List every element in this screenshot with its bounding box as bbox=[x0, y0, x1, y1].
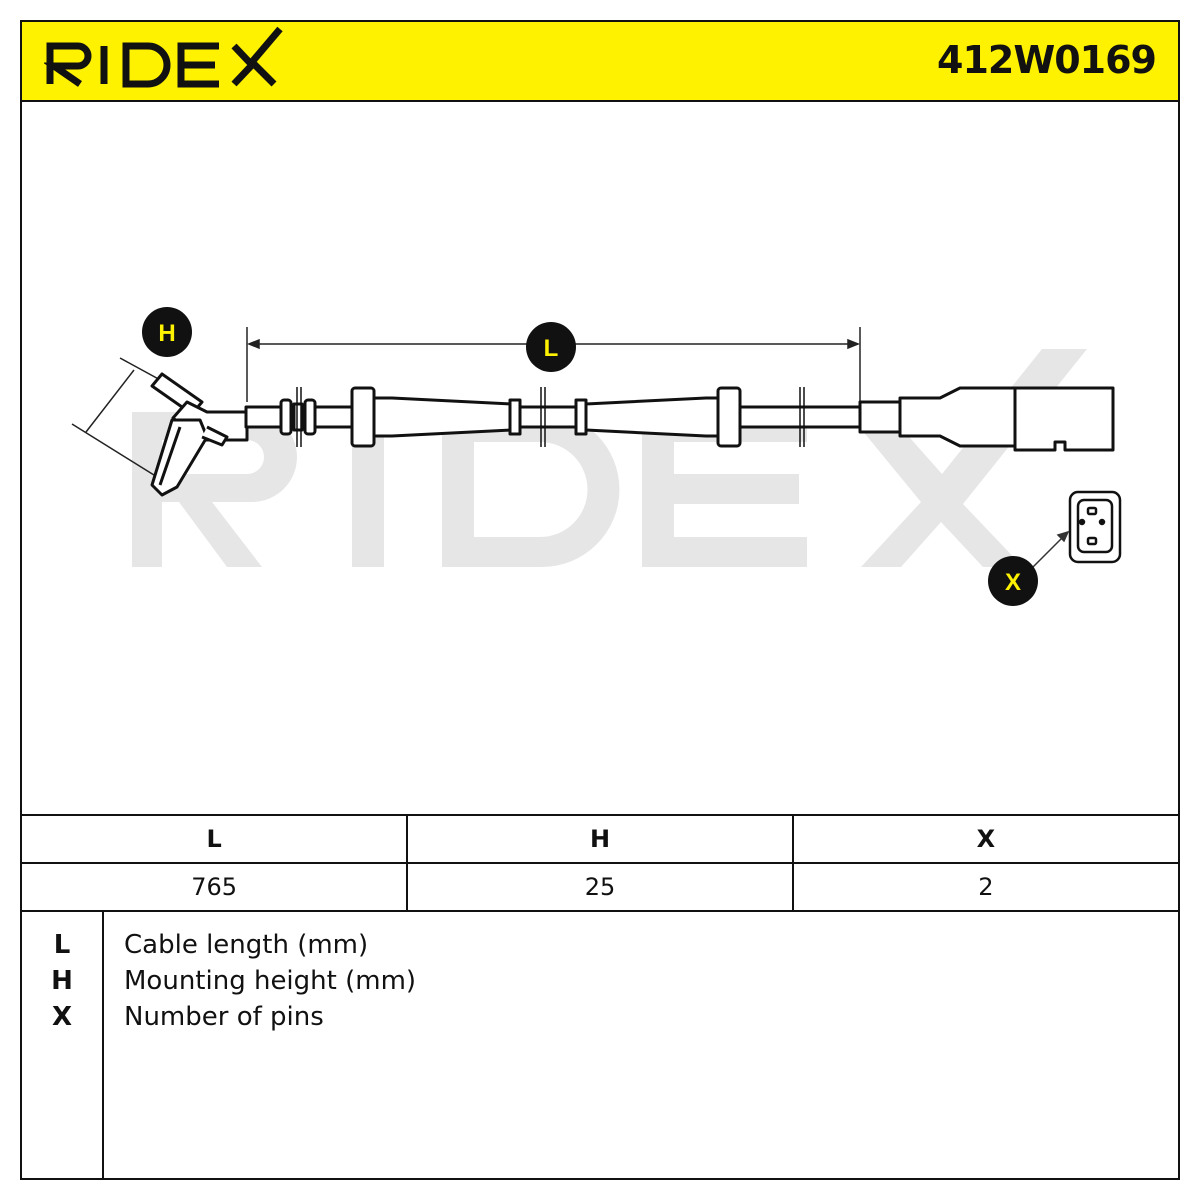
spec-col-l: L bbox=[22, 814, 409, 864]
product-sheet: H L X 412W0169 L H X 76 bbox=[20, 20, 1180, 1180]
legend-key: H bbox=[51, 966, 73, 996]
header-bar: 412W0169 bbox=[22, 22, 1178, 102]
spec-value-x: 2 bbox=[791, 862, 1178, 912]
spec-value-h: 25 bbox=[406, 862, 794, 912]
legend-text: Cable length (mm) bbox=[124, 930, 369, 960]
legend-item: X Number of pins bbox=[22, 1002, 1178, 1038]
spec-value-l: 765 bbox=[22, 862, 409, 912]
dimension-h bbox=[71, 357, 165, 481]
legend-text: Number of pins bbox=[124, 1002, 324, 1032]
x-leader bbox=[1029, 530, 1070, 571]
legend-item: H Mounting height (mm) bbox=[22, 966, 1178, 1002]
callout-l-label: L bbox=[544, 335, 559, 362]
legend-divider bbox=[102, 912, 104, 1180]
callout-h: H bbox=[142, 307, 192, 357]
sensor-head bbox=[150, 372, 249, 497]
part-number: 412W0169 bbox=[937, 38, 1157, 82]
spec-table: L H X 765 25 2 bbox=[22, 814, 1178, 912]
spec-table-row: 765 25 2 bbox=[22, 862, 1178, 912]
callout-h-label: H bbox=[158, 320, 175, 347]
legend: L Cable length (mm) H Mounting height (m… bbox=[22, 912, 1178, 1180]
spec-col-h: H bbox=[406, 814, 794, 864]
legend-key: L bbox=[53, 930, 71, 960]
dimension-l bbox=[246, 327, 861, 402]
callout-x-label: X bbox=[1005, 569, 1021, 596]
cable bbox=[244, 386, 1115, 452]
legend-text: Mounting height (mm) bbox=[124, 966, 417, 996]
callout-l: L bbox=[526, 322, 576, 372]
callout-x: X bbox=[988, 556, 1038, 606]
break-marks bbox=[296, 387, 805, 447]
connector-face bbox=[1068, 490, 1122, 564]
spec-table-header: L H X bbox=[22, 814, 1178, 864]
watermark-logo bbox=[132, 349, 1087, 567]
spec-col-x: X bbox=[791, 814, 1178, 864]
brand-logo bbox=[44, 26, 283, 88]
legend-item: L Cable length (mm) bbox=[22, 930, 1178, 966]
legend-key: X bbox=[51, 1002, 73, 1032]
